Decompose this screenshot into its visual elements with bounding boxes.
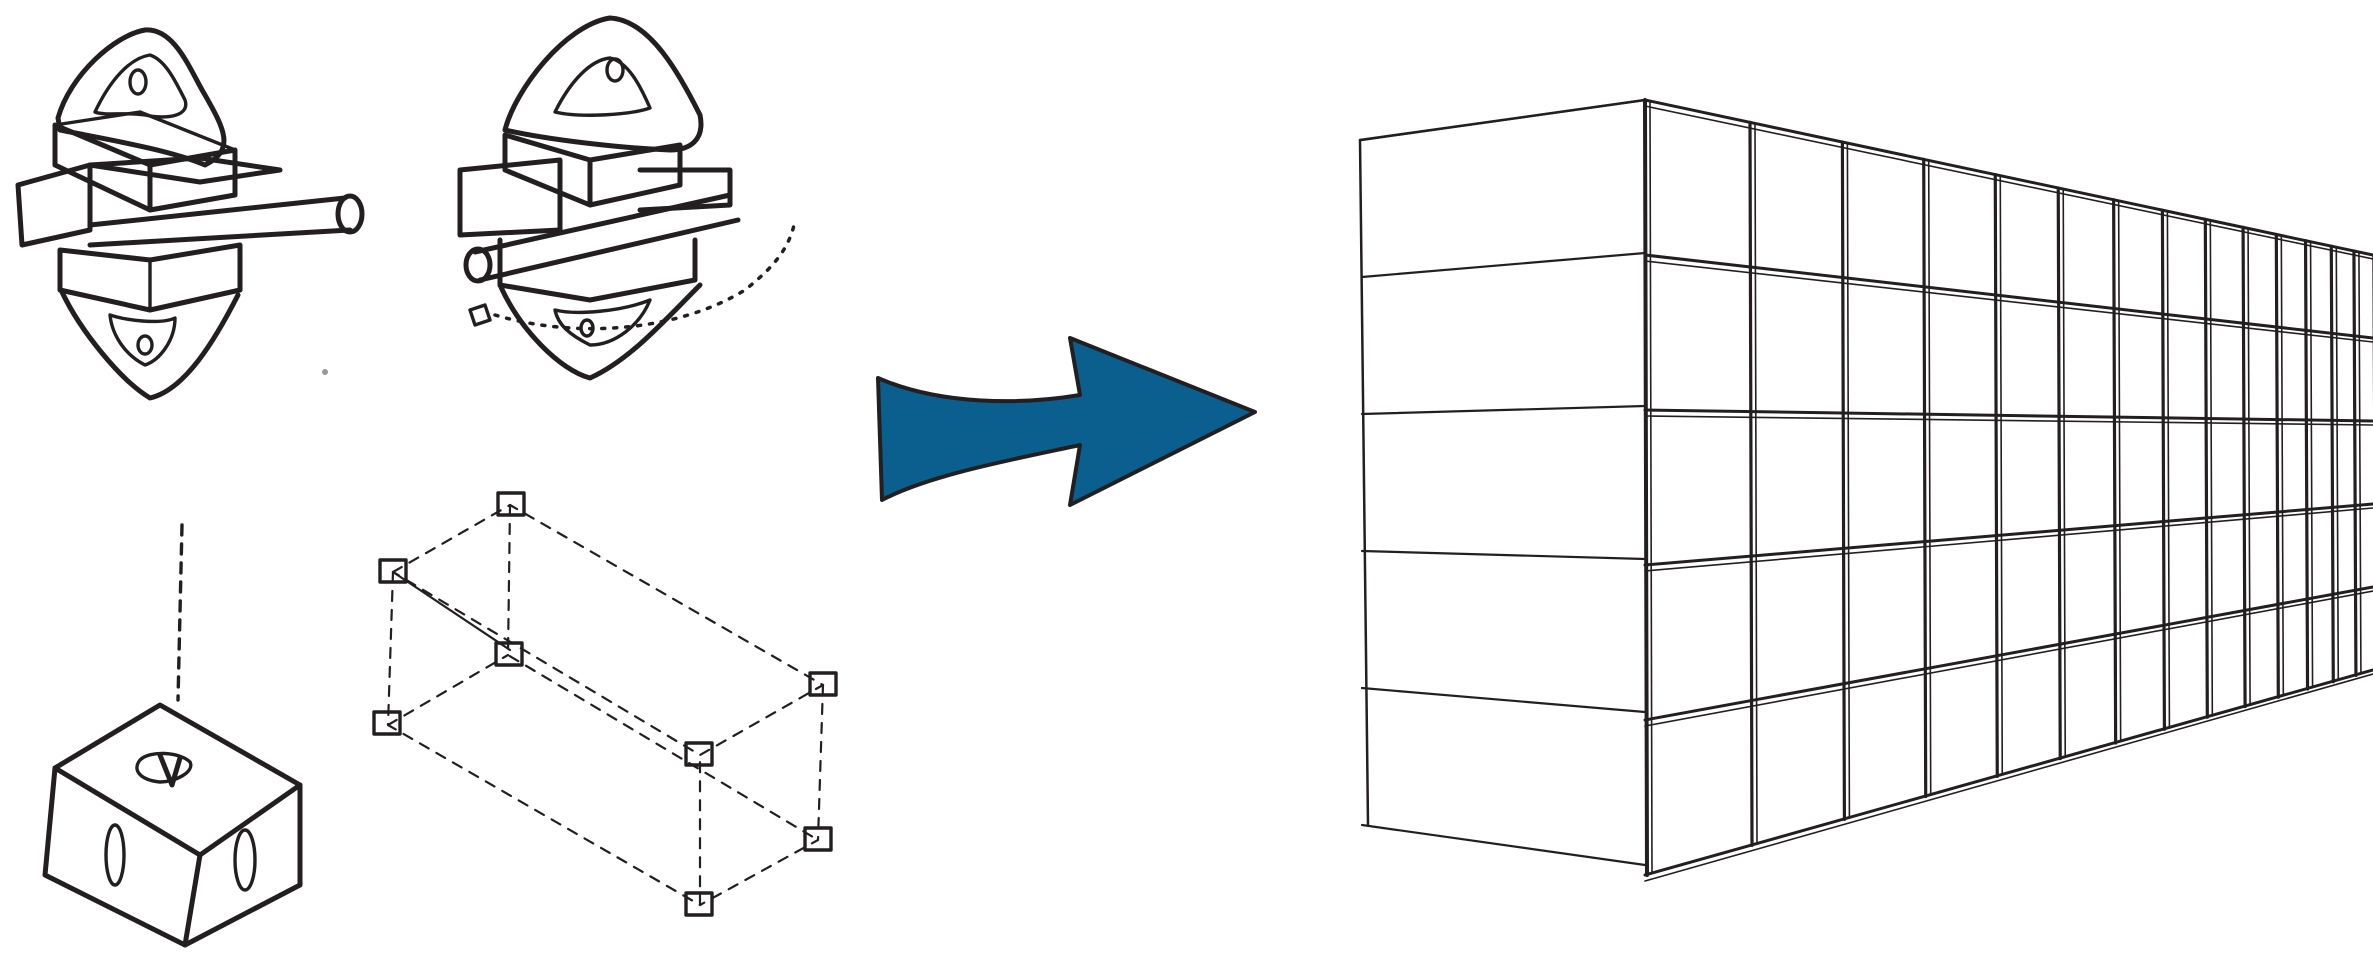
facade-floor-line <box>1644 260 2373 343</box>
facade-floor-line <box>1643 668 2373 877</box>
facade-column-line <box>2303 239 2310 691</box>
facade-column-line <box>1993 172 1999 778</box>
facade-floor-line <box>1643 502 2373 567</box>
facade-column-line <box>2329 244 2335 684</box>
facade-column-line <box>1748 120 1754 848</box>
facade-floor-line <box>1644 415 2373 426</box>
facade-column-line <box>1649 101 1653 874</box>
facade-column-line <box>2358 252 2362 675</box>
facade-column-line <box>2309 241 2314 688</box>
facade-column-line <box>1846 143 1851 819</box>
corner-block <box>42 702 303 948</box>
facade-floor-line <box>1643 585 2373 722</box>
facade-floor-line <box>1643 253 2373 340</box>
grid-facade <box>1358 98 2373 882</box>
facade-floor-line <box>1644 673 2373 882</box>
facade-column-line <box>2203 217 2209 719</box>
facade-column-line <box>2166 211 2171 729</box>
facade-column-line <box>1927 160 1932 796</box>
facade-column-line <box>2352 249 2358 677</box>
facade-column-line <box>2335 247 2340 681</box>
facade-column-line <box>2112 198 2118 745</box>
facade-floor-line <box>1644 105 2373 260</box>
drop-line <box>176 523 184 702</box>
facade-side-floor-line <box>1360 549 1647 561</box>
facade-column-line <box>2241 225 2247 709</box>
facade-floor-line <box>1643 408 2373 423</box>
facade-column-line <box>2117 200 2122 742</box>
clamp-connector-rotated <box>457 15 797 381</box>
facade-floor-line <box>1644 590 2373 727</box>
facade-floor-line <box>1643 98 2373 257</box>
facade-column-line <box>2247 228 2251 706</box>
facade-side-floor-line <box>1360 404 1647 416</box>
box-frame <box>372 491 838 917</box>
facade-column-line <box>2274 232 2280 699</box>
facade-side-floor-line <box>1360 251 1647 279</box>
facade-column-line <box>1922 157 1928 799</box>
clamp-connector-front <box>15 27 365 401</box>
facade-column-line <box>1840 140 1847 822</box>
facade-side-edge <box>1358 138 1370 827</box>
facade-column-line <box>1999 175 2004 776</box>
facade-column-line <box>1643 98 1649 877</box>
right-arrow-icon <box>876 336 1257 507</box>
facade-column-line <box>2280 235 2285 697</box>
facade-column-line <box>2056 186 2062 761</box>
facade-column-line <box>2160 208 2167 731</box>
facade-column-line <box>1754 123 1758 845</box>
facade-side-floor-line <box>1360 823 1647 867</box>
facade-side-floor-line <box>1360 686 1647 714</box>
facade-column-line <box>2062 189 2067 758</box>
facade-column-line <box>2209 220 2214 717</box>
facade-floor-line <box>1644 507 2373 572</box>
facade-side-floor-line <box>1360 98 1647 142</box>
